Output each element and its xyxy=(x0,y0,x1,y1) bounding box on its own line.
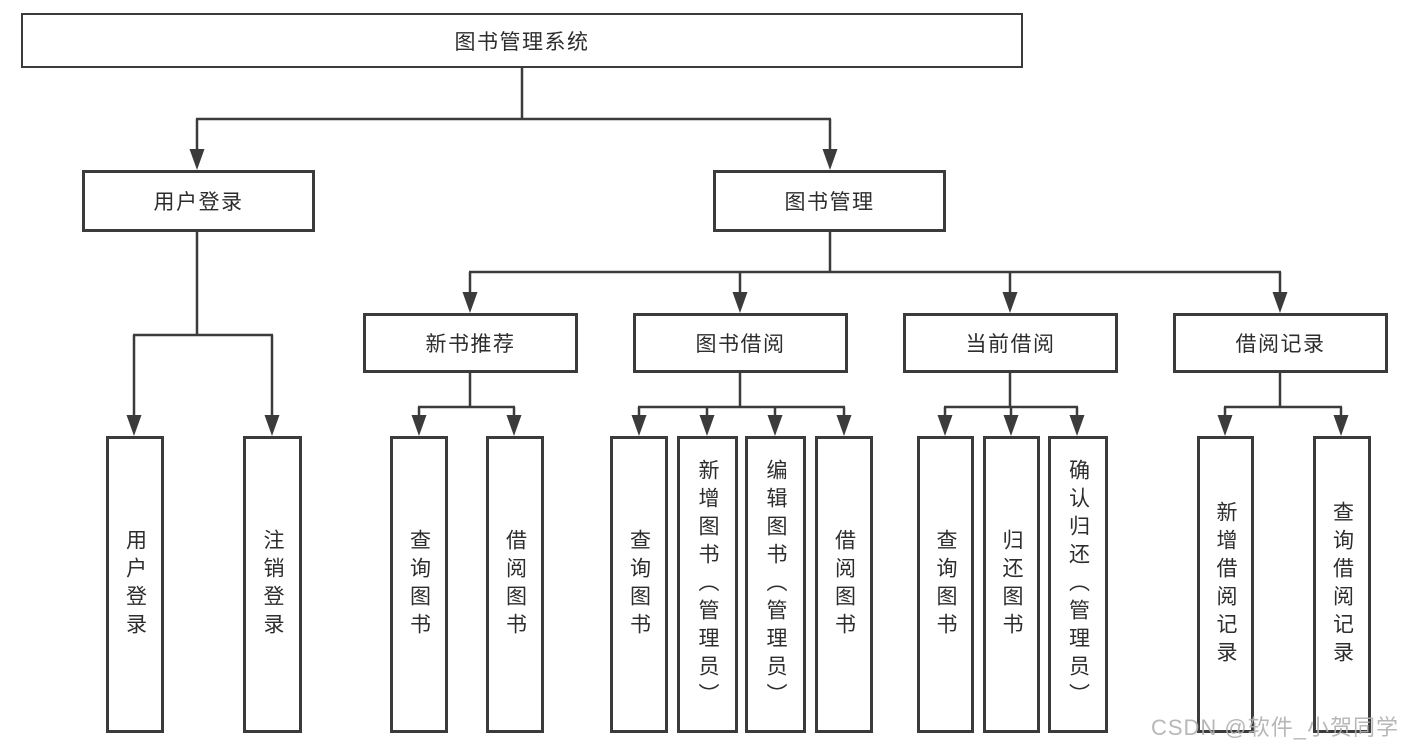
leaf-recommend-borrow-books: 借阅图书 xyxy=(486,436,544,733)
node-label: 新书推荐 xyxy=(425,333,516,356)
node-label: 当前借阅 xyxy=(965,333,1056,356)
leaf-borrowing-query-books: 查询图书 xyxy=(610,436,668,733)
leaf-label: 新增图书（管理员） xyxy=(696,458,719,711)
leaf-label: 借阅图书 xyxy=(832,528,856,641)
leaf-current-return-books: 归还图书 xyxy=(983,436,1040,733)
leaf-label: 归还图书 xyxy=(1000,528,1023,641)
leaf-current-confirm-return-admin: 确认归还（管理员） xyxy=(1048,436,1108,733)
leaf-label: 用户登录 xyxy=(123,528,147,641)
leaf-label: 查询借阅记录 xyxy=(1330,500,1354,669)
leaf-label: 确认归还（管理员） xyxy=(1066,458,1090,711)
node-label: 用户登录 xyxy=(153,191,244,214)
leaf-borrowing-borrow-books: 借阅图书 xyxy=(815,436,873,733)
leaf-label: 查询图书 xyxy=(627,528,651,641)
leaf-records-query-borrow-record: 查询借阅记录 xyxy=(1313,436,1371,733)
node-current-borrowing: 当前借阅 xyxy=(903,313,1118,373)
leaf-borrowing-edit-books-admin: 编辑图书（管理员） xyxy=(745,436,806,733)
node-label: 图书借阅 xyxy=(695,333,786,356)
leaf-logout: 注销登录 xyxy=(243,436,302,733)
leaf-recommend-query-books: 查询图书 xyxy=(390,436,448,733)
leaf-label: 查询图书 xyxy=(407,528,431,641)
csdn-watermark: CSDN @软件_小贺同学 xyxy=(1150,715,1399,740)
node-label: 图书管理 xyxy=(784,191,875,214)
node-new-book-recommendation: 新书推荐 xyxy=(363,313,578,373)
leaf-records-add-borrow-record: 新增借阅记录 xyxy=(1197,436,1254,733)
node-borrowing-records: 借阅记录 xyxy=(1173,313,1388,373)
node-label: 图书管理系统 xyxy=(454,30,590,54)
node-label: 借阅记录 xyxy=(1235,333,1326,356)
leaf-current-query-books: 查询图书 xyxy=(917,436,974,733)
leaf-label: 查询图书 xyxy=(934,528,957,641)
node-book-management: 图书管理 xyxy=(713,170,946,232)
node-library-management-system: 图书管理系统 xyxy=(21,13,1023,68)
leaf-borrowing-add-books-admin: 新增图书（管理员） xyxy=(677,436,738,733)
node-book-borrowing: 图书借阅 xyxy=(633,313,848,373)
leaf-label: 借阅图书 xyxy=(503,528,527,641)
leaf-user-login: 用户登录 xyxy=(106,436,164,733)
leaf-label: 新增借阅记录 xyxy=(1214,500,1237,669)
leaf-label: 编辑图书（管理员） xyxy=(764,458,787,711)
leaf-label: 注销登录 xyxy=(261,528,284,641)
node-user-login: 用户登录 xyxy=(82,170,315,232)
